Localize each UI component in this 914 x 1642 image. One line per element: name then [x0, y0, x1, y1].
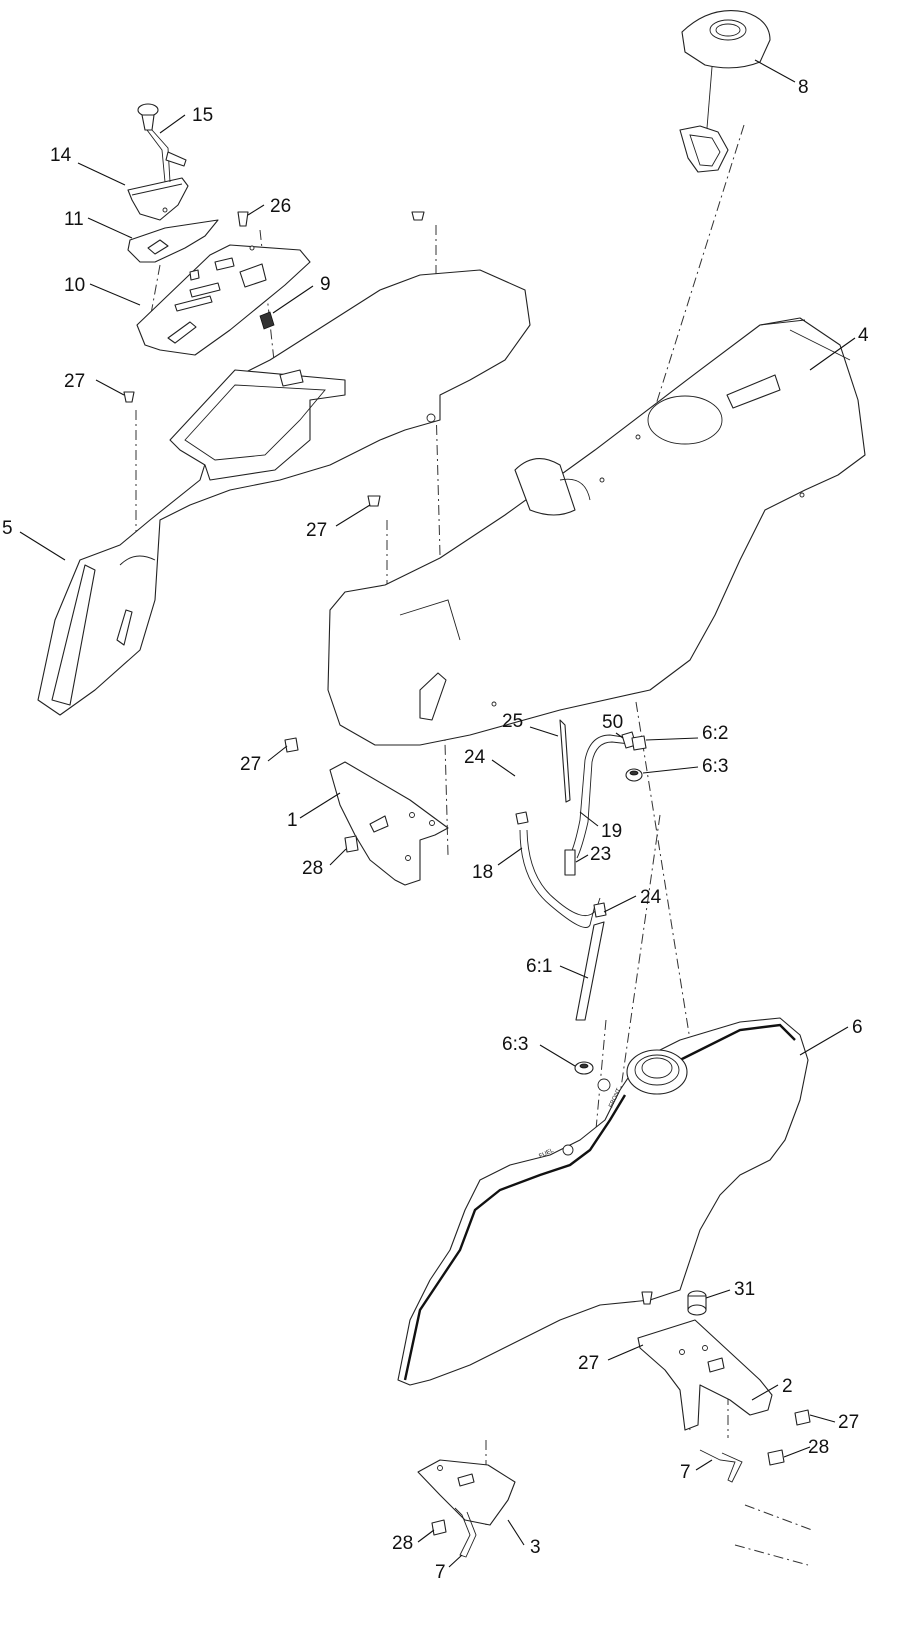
part-2-bracket [637, 1319, 773, 1431]
part-63-grommet-lower [574, 1061, 594, 1075]
part-1-bracket [329, 761, 449, 886]
callout-19: 19 [601, 821, 622, 842]
callout-5: 5 [2, 518, 13, 539]
part-18-fuel-hose [519, 829, 601, 928]
callout-24-upper: 24 [464, 747, 486, 768]
part-6-fuel-tank: FUEL FRONT [397, 1017, 809, 1386]
callout-7-right: 7 [680, 1462, 691, 1483]
part-63-grommet-upper [625, 768, 643, 782]
callout-27-tank-right: 27 [578, 1353, 599, 1374]
callout-6-1: 6:1 [526, 956, 552, 977]
part-25-cable-tie [559, 719, 571, 803]
callout-15: 15 [192, 105, 213, 126]
callout-labels: 15 14 11 26 10 9 27 5 8 4 27 25 50 6:2 2… [2, 77, 869, 1583]
part-62-tee-fitting [631, 735, 647, 751]
callout-27-bracket: 27 [240, 754, 261, 775]
part-9-clip [259, 311, 275, 330]
fasteners [123, 211, 811, 1536]
callout-28-right: 28 [808, 1437, 829, 1458]
callout-28-upper: 28 [302, 858, 323, 879]
part-7-strap-right [699, 1449, 743, 1483]
part-24-clamp-upper [515, 811, 529, 825]
callout-3: 3 [530, 1537, 541, 1558]
callout-23: 23 [590, 844, 611, 865]
part-5-console-panel [37, 269, 531, 716]
part-3-bracket [417, 1459, 516, 1526]
part-31-isolator [687, 1290, 707, 1316]
callout-8: 8 [798, 77, 809, 98]
callout-6-2: 6:2 [702, 723, 728, 744]
part-14-throttle-housing [127, 177, 189, 221]
callout-6-3-lower: 6:3 [502, 1034, 528, 1055]
part-61-pickup-tube [575, 921, 605, 1021]
part-10-control-plate [136, 244, 311, 356]
callout-14: 14 [50, 145, 72, 166]
part-24-clamp-lower [593, 902, 607, 918]
callout-26: 26 [270, 196, 291, 217]
callout-31: 31 [734, 1279, 755, 1300]
callout-7-lower: 7 [435, 1562, 446, 1583]
callout-28-lower: 28 [392, 1533, 413, 1554]
callout-6: 6 [852, 1017, 863, 1038]
callout-27-center: 27 [306, 520, 327, 541]
callout-2: 2 [782, 1376, 793, 1397]
leader-lines [19, 59, 856, 1568]
callout-1: 1 [287, 810, 298, 831]
part-11-throttle-plate [127, 219, 219, 263]
part-15-throttle-lever [137, 103, 187, 183]
callout-6-3-upper: 6:3 [702, 756, 728, 777]
callout-9: 9 [320, 274, 331, 295]
callout-27-lower-right: 27 [838, 1412, 859, 1433]
callout-25: 25 [502, 711, 523, 732]
callout-27-top-left: 27 [64, 371, 85, 392]
callout-11: 11 [64, 209, 84, 230]
part-19-fuel-line [569, 734, 631, 859]
callout-10: 10 [64, 275, 85, 296]
part-8-fuel-cap [679, 10, 771, 173]
part-4-fender-panel [327, 317, 866, 746]
callout-4: 4 [858, 325, 869, 346]
callout-50: 50 [602, 712, 623, 733]
callout-18: 18 [472, 862, 493, 883]
part-23-fitting [564, 849, 576, 876]
part-7-strap-lower [454, 1507, 477, 1558]
callout-24-lower: 24 [640, 887, 662, 908]
